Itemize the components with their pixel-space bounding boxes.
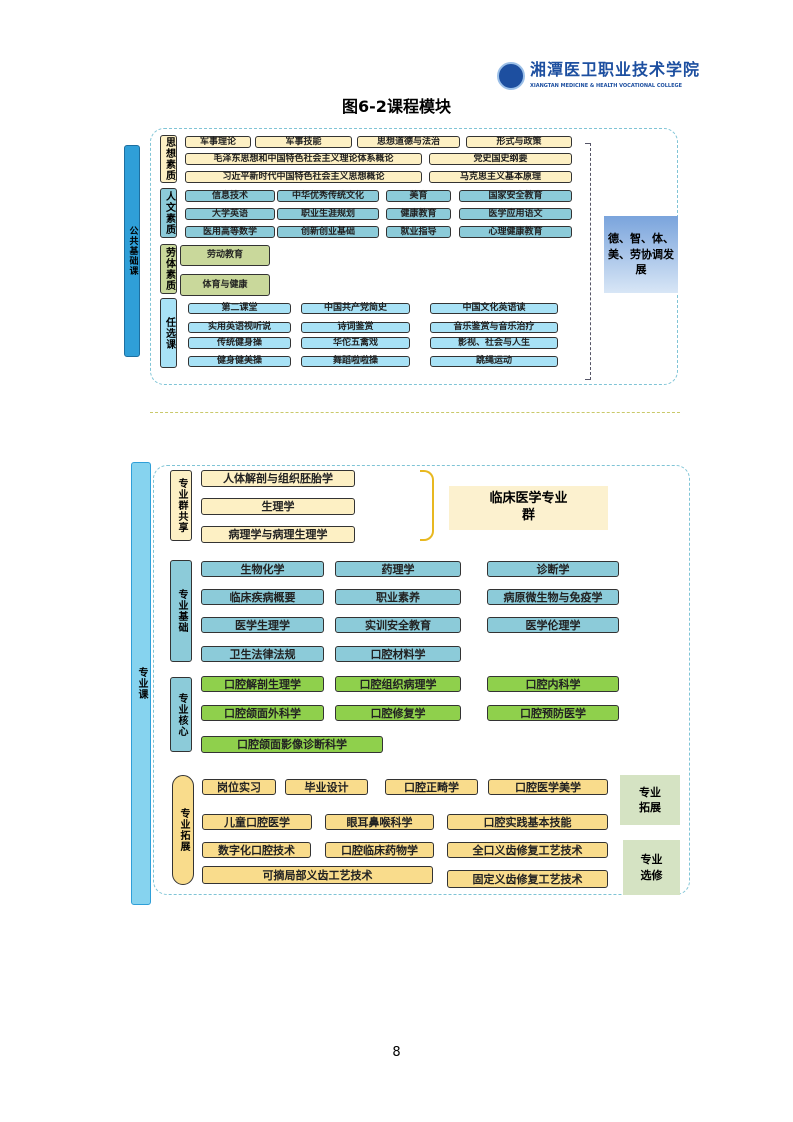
course-box: 大学英语 bbox=[185, 208, 275, 220]
course-box: 实用英语视听说 bbox=[188, 322, 291, 333]
course-box: 国家安全教育 bbox=[459, 190, 572, 202]
course-box: 口腔临床药物学 bbox=[325, 842, 434, 858]
course-box: 舞蹈啦啦操 bbox=[301, 356, 410, 367]
cluster-bracket bbox=[420, 470, 434, 541]
course-box: 党史国史纲要 bbox=[429, 153, 572, 165]
course-box: 劳动教育 bbox=[180, 245, 270, 266]
course-box: 医学生理学 bbox=[201, 617, 324, 633]
category-label: 专业基础 bbox=[170, 560, 192, 662]
course-box: 健身健美操 bbox=[188, 356, 291, 367]
category-label: 劳体素质 bbox=[160, 244, 177, 294]
course-box: 毕业设计 bbox=[285, 779, 368, 795]
course-box: 口腔组织病理学 bbox=[335, 676, 461, 692]
course-box: 音乐鉴赏与音乐治疗 bbox=[430, 322, 558, 333]
course-box: 全口义齿修复工艺技术 bbox=[447, 842, 608, 858]
course-box: 口腔修复学 bbox=[335, 705, 461, 721]
course-box: 人体解剖与组织胚胎学 bbox=[201, 470, 355, 487]
course-box: 美育 bbox=[386, 190, 451, 202]
course-box: 医用高等数学 bbox=[185, 226, 275, 238]
college-seal-icon bbox=[497, 62, 525, 90]
course-box: 诗词鉴赏 bbox=[301, 322, 410, 333]
figure-title: 图6-2课程模块 bbox=[342, 97, 451, 116]
course-box: 影视、社会与人生 bbox=[430, 337, 558, 349]
course-box: 实训安全教育 bbox=[335, 617, 461, 633]
college-logo-subtext: XIANGTAN MEDICINE & HEALTH VOCATIONAL CO… bbox=[530, 83, 683, 89]
course-box: 数字化口腔技术 bbox=[202, 842, 311, 858]
course-box: 病原微生物与免疫学 bbox=[487, 589, 619, 605]
course-box: 药理学 bbox=[335, 561, 461, 577]
category-label: 人文素质 bbox=[160, 188, 177, 238]
course-box: 固定义齿修复工艺技术 bbox=[447, 870, 608, 888]
course-box: 心理健康教育 bbox=[459, 226, 572, 238]
course-box: 习近平新时代中国特色社会主义思想概论 bbox=[185, 171, 422, 183]
course-box: 体育与健康 bbox=[180, 274, 270, 296]
course-box: 职业素养 bbox=[335, 589, 461, 605]
course-box: 中国文化英语读 bbox=[430, 303, 558, 314]
elective-tag: 专业选修 bbox=[623, 840, 680, 895]
category-label: 任选课 bbox=[160, 298, 177, 368]
course-box: 临床疾病概要 bbox=[201, 589, 324, 605]
professional-course-label: 专业课 bbox=[131, 462, 151, 905]
course-box: 病理学与病理生理学 bbox=[201, 526, 355, 543]
page-number: 8 bbox=[392, 1045, 401, 1060]
course-box: 跳绳运动 bbox=[430, 356, 558, 367]
course-box: 口腔内科学 bbox=[487, 676, 619, 692]
course-box: 第二课堂 bbox=[188, 303, 291, 314]
course-box: 卫生法律法规 bbox=[201, 646, 324, 662]
course-box: 口腔解剖生理学 bbox=[201, 676, 324, 692]
course-box: 思想道德与法治 bbox=[357, 136, 460, 148]
course-box: 传统健身操 bbox=[188, 337, 291, 349]
extension-tag: 专业拓展 bbox=[620, 775, 680, 825]
course-box: 口腔颌面外科学 bbox=[201, 705, 324, 721]
bracket bbox=[585, 143, 591, 380]
course-box: 岗位实习 bbox=[202, 779, 276, 795]
course-box: 医学应用语文 bbox=[459, 208, 572, 220]
course-box: 口腔正畸学 bbox=[385, 779, 478, 795]
course-box: 诊断学 bbox=[487, 561, 619, 577]
cluster-box: 临床医学专业群 bbox=[449, 486, 608, 530]
category-label: 专业拓展 bbox=[172, 775, 194, 885]
course-box: 信息技术 bbox=[185, 190, 275, 202]
section-divider bbox=[150, 412, 680, 413]
category-label: 专业核心 bbox=[170, 677, 192, 752]
course-box: 中国共产党简史 bbox=[301, 303, 410, 314]
course-box: 口腔实践基本技能 bbox=[447, 814, 608, 830]
course-box: 马克思主义基本原理 bbox=[429, 171, 572, 183]
professional-course-frame bbox=[153, 465, 690, 895]
course-box: 形式与政策 bbox=[466, 136, 572, 148]
course-box: 口腔医学美学 bbox=[488, 779, 608, 795]
course-box: 军事技能 bbox=[255, 136, 352, 148]
public-course-label: 公共基础课 bbox=[124, 145, 140, 357]
course-box: 健康教育 bbox=[386, 208, 451, 220]
course-box: 可摘局部义齿工艺技术 bbox=[202, 866, 433, 884]
category-label: 专业群共享 bbox=[170, 470, 192, 541]
course-box: 口腔材料学 bbox=[335, 646, 461, 662]
course-box: 眼耳鼻喉科学 bbox=[325, 814, 434, 830]
course-box: 儿童口腔医学 bbox=[202, 814, 312, 830]
course-box: 口腔颌面影像诊断科学 bbox=[201, 736, 383, 753]
category-label: 思想素质 bbox=[160, 135, 177, 183]
course-box: 生物化学 bbox=[201, 561, 324, 577]
course-box: 医学伦理学 bbox=[487, 617, 619, 633]
college-logo-text: 湘潭医卫职业技术学院 bbox=[530, 60, 701, 79]
course-box: 口腔预防医学 bbox=[487, 705, 619, 721]
course-box: 华佗五禽戏 bbox=[301, 337, 410, 349]
course-box: 创新创业基础 bbox=[277, 226, 379, 238]
outcome-box: 德、智、体、美、劳协调发展 bbox=[604, 216, 678, 293]
course-box: 中华优秀传统文化 bbox=[277, 190, 379, 202]
course-box: 军事理论 bbox=[185, 136, 251, 148]
course-box: 生理学 bbox=[201, 498, 355, 515]
course-box: 就业指导 bbox=[386, 226, 451, 238]
course-box: 毛泽东思想和中国特色社会主义理论体系概论 bbox=[185, 153, 422, 165]
course-box: 职业生涯规划 bbox=[277, 208, 379, 220]
